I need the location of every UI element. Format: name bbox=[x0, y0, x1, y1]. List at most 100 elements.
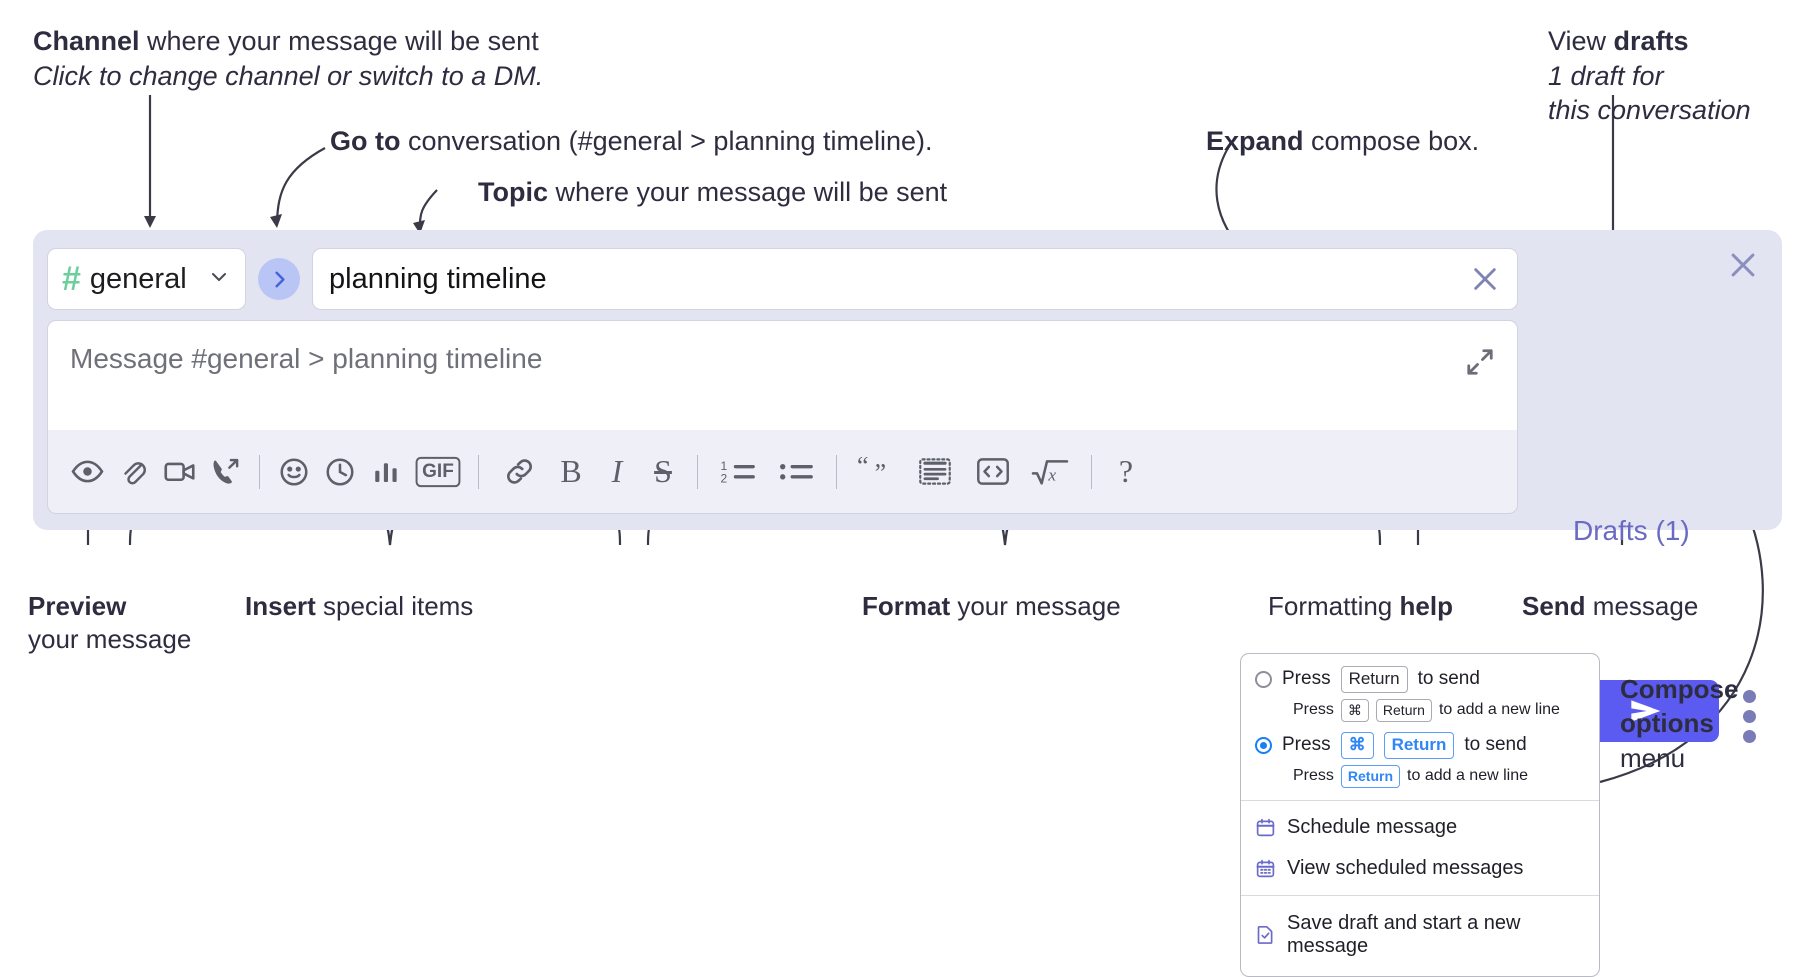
toolbar-divider bbox=[1091, 454, 1092, 489]
annotation-drafts: View drafts 1 draft for this conversatio… bbox=[1548, 24, 1751, 128]
annotation-drafts-lead: View bbox=[1548, 26, 1614, 56]
expand-icon[interactable] bbox=[1465, 347, 1495, 382]
annotation-channel-rest: where your message will be sent bbox=[139, 26, 539, 56]
radio-button-selected[interactable] bbox=[1255, 736, 1272, 754]
message-input[interactable]: Message #general > planning timeline bbox=[47, 320, 1518, 430]
annotation-preview-rest: your message bbox=[28, 624, 192, 655]
channel-picker[interactable]: # general bbox=[47, 248, 246, 310]
annotation-goto-rest: conversation (#general > planning timeli… bbox=[400, 126, 933, 156]
menu-item-save-draft[interactable]: Save draft and start a new message bbox=[1241, 903, 1599, 967]
gif-icon[interactable]: GIF bbox=[409, 446, 467, 498]
code-icon[interactable] bbox=[964, 446, 1022, 498]
key-return: Return bbox=[1375, 698, 1432, 722]
bulleted-list-icon[interactable] bbox=[767, 446, 825, 498]
annotation-format: Format your message bbox=[862, 590, 1121, 623]
bold-label: B bbox=[560, 453, 582, 489]
italic-label: I bbox=[611, 453, 623, 489]
toolbar-divider bbox=[836, 454, 837, 489]
annotation-preview: Preview your message bbox=[28, 590, 191, 657]
italic-icon[interactable]: I bbox=[594, 446, 640, 498]
annotation-send-rest: message bbox=[1585, 591, 1699, 621]
radio-option-return[interactable]: Press Return to send bbox=[1255, 666, 1585, 693]
menu-item-schedule-message[interactable]: Schedule message bbox=[1241, 807, 1599, 848]
clock-icon[interactable] bbox=[317, 446, 363, 498]
menu-divider bbox=[1241, 894, 1599, 896]
topic-value: planning timeline bbox=[329, 262, 547, 295]
annotation-channel-bold: Channel bbox=[33, 26, 140, 56]
bold-icon[interactable]: B bbox=[548, 446, 594, 498]
strikethrough-icon[interactable]: S bbox=[640, 446, 686, 498]
annotation-send-bold: Send bbox=[1522, 591, 1586, 621]
option2-tail: to send bbox=[1464, 734, 1527, 756]
annotation-help-lead: Formatting bbox=[1268, 591, 1400, 621]
menu-item-label: Save draft and start a new message bbox=[1287, 911, 1521, 957]
annotation-drafts-italic2: this conversation bbox=[1548, 95, 1751, 126]
topic-input[interactable]: planning timeline bbox=[312, 248, 1518, 310]
option2-subtext: Press Return to add a new line bbox=[1293, 764, 1585, 788]
chevron-down-icon bbox=[207, 265, 231, 294]
svg-text:”: ” bbox=[875, 458, 887, 487]
menu-item-label: Schedule message bbox=[1287, 815, 1458, 838]
svg-text:“: “ bbox=[857, 457, 869, 480]
emoji-icon[interactable] bbox=[271, 446, 317, 498]
annotation-format-rest: your message bbox=[950, 591, 1121, 621]
svg-text:1: 1 bbox=[721, 459, 728, 473]
toolbar-divider bbox=[697, 454, 698, 489]
compose-header-row: # general planning timeline bbox=[47, 246, 1518, 312]
option1-press: Press bbox=[1282, 668, 1331, 690]
key-return: Return bbox=[1383, 731, 1455, 759]
annotation-help-bold: help bbox=[1399, 591, 1453, 621]
annotation-insert-rest: special items bbox=[315, 591, 474, 621]
annotation-compose-options-bold2: options bbox=[1620, 708, 1714, 739]
key-command: ⌘ bbox=[1340, 698, 1369, 722]
blockquote-icon[interactable]: “” bbox=[848, 446, 906, 498]
key-command: ⌘ bbox=[1340, 731, 1374, 759]
math-icon[interactable]: x bbox=[1022, 446, 1080, 498]
svg-text:x: x bbox=[1047, 465, 1056, 484]
attachment-icon[interactable] bbox=[110, 446, 156, 498]
send-icon bbox=[1631, 700, 1661, 722]
annotation-format-bold: Format bbox=[862, 591, 951, 621]
help-icon[interactable]: ? bbox=[1103, 446, 1149, 498]
option1-sub-press: Press bbox=[1293, 701, 1334, 719]
option2-press: Press bbox=[1282, 734, 1331, 756]
goto-conversation-button[interactable] bbox=[258, 258, 300, 300]
annotation-channel: Channel where your message will be sent … bbox=[33, 24, 543, 93]
preview-icon[interactable] bbox=[64, 446, 110, 498]
strikethrough-label: S bbox=[654, 453, 672, 489]
annotation-send: Send message bbox=[1522, 590, 1698, 623]
annotation-goto-bold: Go to bbox=[330, 126, 401, 156]
annotation-expand-bold: Expand bbox=[1206, 126, 1304, 156]
toolbar-divider bbox=[259, 454, 260, 489]
video-icon[interactable] bbox=[156, 446, 202, 498]
radio-button[interactable] bbox=[1255, 670, 1272, 688]
menu-item-label: View scheduled messages bbox=[1287, 856, 1524, 879]
key-return: Return bbox=[1340, 666, 1408, 693]
annotation-help: Formatting help bbox=[1268, 590, 1453, 623]
link-icon[interactable] bbox=[490, 446, 548, 498]
close-icon[interactable] bbox=[1469, 263, 1501, 295]
option1-sub-tail: to add a new line bbox=[1438, 701, 1560, 719]
code-block-icon[interactable] bbox=[906, 446, 964, 498]
annotation-preview-bold: Preview bbox=[28, 591, 127, 621]
channel-name: general bbox=[89, 262, 187, 295]
drafts-link[interactable]: Drafts (1) bbox=[1573, 515, 1690, 546]
compose-inner: # general planning timeline Message #gen… bbox=[47, 246, 1518, 514]
option1-tail: to send bbox=[1417, 668, 1480, 690]
menu-item-view-scheduled-messages[interactable]: View scheduled messages bbox=[1241, 848, 1599, 889]
annotation-expand-rest: compose box. bbox=[1303, 126, 1480, 156]
call-icon[interactable] bbox=[202, 446, 248, 498]
more-vertical-icon[interactable] bbox=[1743, 690, 1756, 743]
calendar-list-icon bbox=[1255, 858, 1276, 879]
annotation-drafts-bold: drafts bbox=[1613, 26, 1689, 56]
calendar-schedule-icon bbox=[1255, 817, 1276, 838]
compose-options-menu: Press Return to send Press ⌘ Return to a… bbox=[1240, 653, 1600, 977]
close-icon[interactable] bbox=[1726, 248, 1760, 282]
poll-icon[interactable] bbox=[363, 446, 409, 498]
message-placeholder: Message #general > planning timeline bbox=[70, 343, 543, 374]
annotation-topic-bold: Topic bbox=[478, 177, 548, 207]
radio-option-cmd-return[interactable]: Press ⌘ Return to send bbox=[1255, 731, 1585, 759]
annotation-expand: Expand compose box. bbox=[1206, 124, 1479, 159]
